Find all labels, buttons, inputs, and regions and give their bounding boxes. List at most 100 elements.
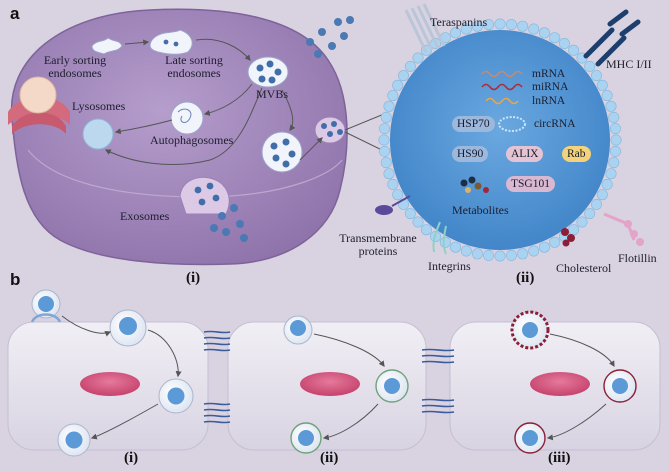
vesicle-b2-right <box>375 369 409 403</box>
membrane-bead <box>378 134 390 146</box>
label-early-sorting-endosomes: Early sorting endosomes <box>43 53 107 80</box>
label-late-sorting-endosomes: Late sorting endosomes <box>165 53 223 80</box>
membrane-bead <box>471 20 483 32</box>
sublabel-b-ii: (ii) <box>320 450 339 466</box>
membrane-bead <box>392 189 404 201</box>
label-mirna: miRNA <box>532 81 569 93</box>
label-cholesterol: Cholesterol <box>556 261 612 275</box>
tag-rab: Rab <box>562 146 591 162</box>
label-integrins: Integrins <box>428 259 471 273</box>
label-autophagosomes: Autophagosomes <box>150 133 234 147</box>
label-metabolites: Metabolites <box>452 203 509 217</box>
vesicle-b1-mid <box>109 309 147 347</box>
membrane-bead <box>590 198 602 210</box>
autophagosome <box>170 101 204 135</box>
membrane-bead <box>420 224 432 236</box>
flotillin-protein <box>603 212 644 246</box>
membrane-bead <box>380 157 392 169</box>
integrin-protein <box>432 221 447 255</box>
membrane-bead <box>505 249 517 261</box>
label-transmembrane-proteins: Transmembrane proteins <box>339 231 417 258</box>
transmembrane-protein <box>375 195 411 215</box>
membrane-bead <box>392 79 404 91</box>
membrane-bead <box>601 90 613 102</box>
vesicle-b1-bottom <box>57 423 91 457</box>
cholesterol-molecule <box>561 228 575 247</box>
membrane-bead <box>609 145 621 157</box>
pathway-arrows <box>104 38 323 165</box>
label-flotillin: Flotillin <box>618 251 657 265</box>
membrane-bead <box>605 168 617 180</box>
membrane-bead <box>549 236 561 248</box>
membrane-bead <box>483 249 495 261</box>
membrane-bead <box>397 70 409 82</box>
nucleus-3 <box>530 372 590 396</box>
membrane-bead <box>483 19 495 31</box>
vesicle-b1-inner <box>158 378 194 414</box>
membrane-bead <box>538 241 550 253</box>
membrane-bead <box>383 100 395 112</box>
label-mvbs: MVBs <box>256 87 289 101</box>
mvb <box>247 56 289 88</box>
tetraspanin-protein <box>404 3 446 53</box>
lnrna-wave <box>485 97 519 105</box>
membrane-bead <box>412 216 424 228</box>
tag-hsp70: HSP70 <box>452 116 495 132</box>
panel-label-b: b <box>10 270 21 289</box>
membrane-bead <box>584 208 596 220</box>
vesicle-b3-bottom <box>514 422 546 454</box>
membrane-bead <box>528 245 540 257</box>
label-lysosomes: Lysosomes <box>72 99 126 113</box>
circrna-ring <box>498 116 526 132</box>
exosome-release-pocket <box>179 176 230 215</box>
membrane-bead <box>517 20 529 32</box>
membrane-bead <box>379 123 391 135</box>
membrane-bead <box>404 208 416 220</box>
vesicle-b2-top <box>283 315 313 345</box>
vesicle-b2-bottom <box>290 422 322 454</box>
membrane-bead <box>439 236 451 248</box>
cell-junctions <box>203 330 455 424</box>
label-circrna: circRNA <box>534 118 576 130</box>
nucleus-1 <box>80 372 140 396</box>
label-mhc: MHC I/II <box>606 57 652 71</box>
membrane-bead <box>387 90 399 102</box>
vesicle-b3-top <box>510 310 550 350</box>
membrane-bead <box>568 44 580 56</box>
membrane-bead <box>450 241 462 253</box>
membrane-bead <box>387 178 399 190</box>
membrane-bead <box>379 145 391 157</box>
membrane-bead <box>517 248 529 260</box>
membrane-bead <box>460 245 472 257</box>
panel-label-a: a <box>10 4 20 23</box>
membrane-bead <box>610 134 622 146</box>
membrane-bead <box>450 27 462 39</box>
mvb-second <box>261 131 303 173</box>
tissue-cells <box>7 289 661 457</box>
membrane-bead <box>608 157 620 169</box>
membrane-bead <box>596 189 608 201</box>
vesicle-b3-right <box>603 369 637 403</box>
membrane-bead <box>558 37 570 49</box>
tag-alix: ALIX <box>506 146 544 162</box>
membrane-bead <box>605 100 617 112</box>
membrane-bead <box>608 111 620 123</box>
label-mrna: mRNA <box>532 68 566 80</box>
membrane-bead <box>549 32 561 44</box>
early-sorting-endosome <box>91 37 123 55</box>
exosome-diagram <box>375 3 644 262</box>
membrane-bead <box>494 18 506 30</box>
mirna-wave <box>481 83 523 91</box>
mrna-wave <box>481 70 523 78</box>
membrane-bead <box>596 79 608 91</box>
membrane-bead <box>494 250 506 262</box>
late-sorting-endosome <box>149 29 193 55</box>
golgi-structure <box>8 76 70 134</box>
membrane-bead <box>584 60 596 72</box>
sublabel-a-ii: (ii) <box>516 270 535 286</box>
lysosome <box>82 118 114 150</box>
tag-hs90: HS90 <box>452 146 489 162</box>
nucleus-2 <box>300 372 360 396</box>
label-exosomes: Exosomes <box>120 209 170 223</box>
